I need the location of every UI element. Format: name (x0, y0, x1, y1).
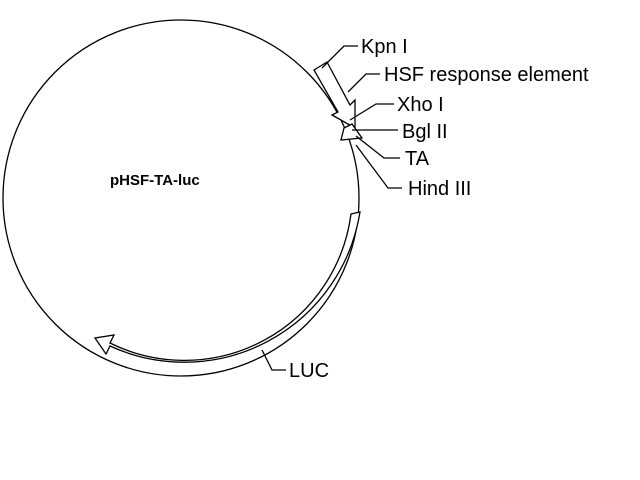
hsf-response-element-arrow (313, 61, 356, 130)
hind-leader (355, 144, 402, 189)
xho-label: Xho I (397, 94, 444, 116)
ta-label: TA (405, 148, 430, 170)
ta-leader (355, 135, 400, 159)
hsf-leader (347, 73, 380, 93)
bgl-label: Bgl II (402, 121, 448, 143)
kpn-label: Kpn I (361, 36, 408, 58)
luc-leader (261, 349, 286, 371)
plasmid-backbone (2, 19, 360, 377)
luc-label: LUC (289, 360, 329, 382)
luc-arrow (93, 211, 361, 363)
xho-leader (349, 103, 394, 121)
plasmid-name: pHSF-TA-luc (110, 172, 200, 189)
kpn-leader (321, 45, 358, 69)
hind-label: Hind III (408, 178, 471, 200)
hsf-label: HSF response element (384, 64, 589, 86)
